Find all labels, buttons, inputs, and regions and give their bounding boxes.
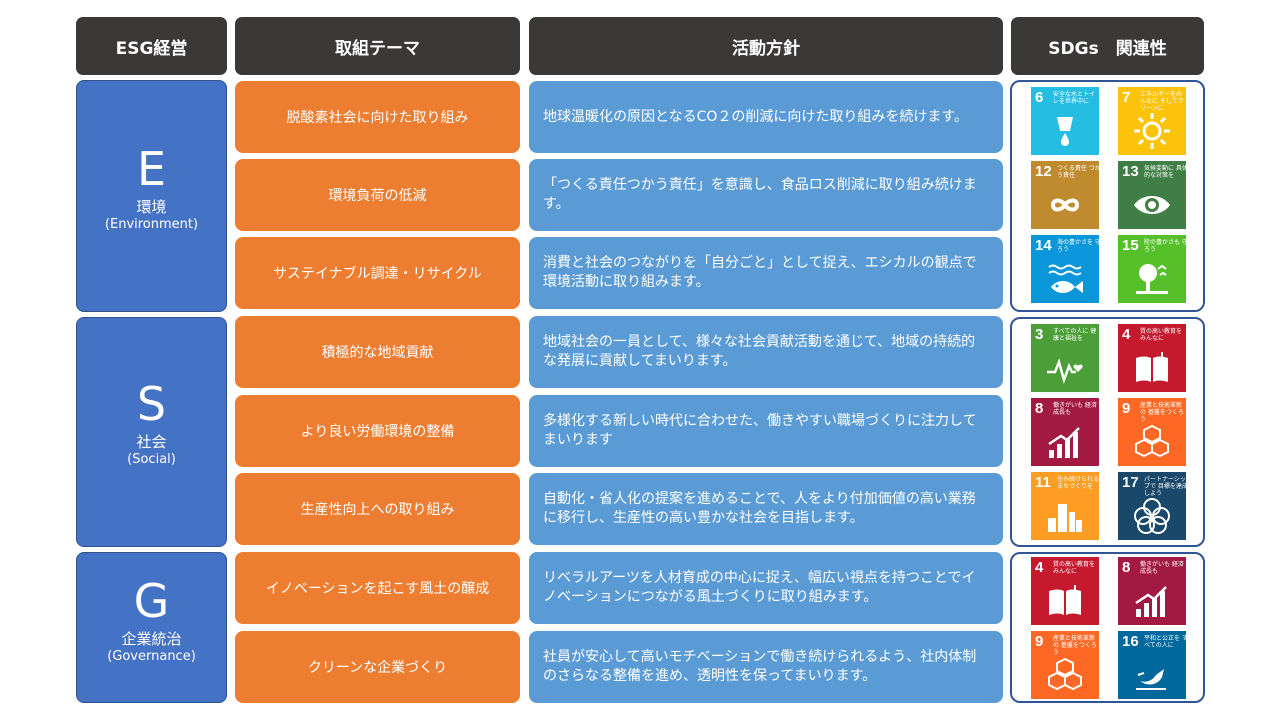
sdg-label: 産業と技術革新の 基盤をつくろう — [1053, 635, 1097, 656]
eye-globe-icon — [1134, 196, 1170, 214]
category-jp: 環境 — [136, 198, 167, 216]
sdg-number: 15 — [1122, 237, 1139, 254]
sdg-number: 8 — [1122, 559, 1131, 576]
sdg-label: 働きがいも 経済成長も — [1140, 561, 1184, 575]
sdg-tile-4: 4 質の高い教育を みんなに — [1031, 557, 1099, 625]
sdg-tile-13: 13 気候変動に 具体的な対策を — [1118, 161, 1186, 229]
theme-cell: サステイナブル調達・リサイクル — [235, 237, 520, 309]
sdg-tile-9: 9 産業と技術革新の 基盤をつくろう — [1118, 398, 1186, 466]
book-icon — [1049, 585, 1081, 615]
cubes-icon — [1135, 424, 1169, 458]
theme-cell: イノベーションを起こす風土の醸成 — [235, 552, 520, 624]
category-en: (Social) — [127, 452, 176, 467]
sdg-tile-4: 4 質の高い教育を みんなに — [1118, 324, 1186, 392]
policy-cell: 社員が安心して高いモチベーションで働き続けられるよう、社内体制のさらなる整備を進… — [529, 631, 1003, 703]
policy-cell: 自動化・省人化の提案を進めることで、人をより付加価値の高い業務に移行し、生産性の… — [529, 473, 1003, 545]
sdg-number: 13 — [1122, 163, 1139, 180]
theme-cell: 環境負荷の低減 — [235, 159, 520, 231]
dove-icon — [1136, 669, 1166, 690]
infinity-icon — [1050, 198, 1080, 212]
sdg-number: 12 — [1035, 163, 1052, 180]
sdg-tile-17: 17 パートナーシップで 目標を達成しよう — [1118, 472, 1186, 540]
sdg-label: 産業と技術革新の 基盤をつくろう — [1140, 402, 1184, 423]
sdg-label: すべての人に 健康と福祉を — [1053, 328, 1097, 342]
city-icon — [1048, 504, 1082, 532]
sdg-group-governance: 4 質の高い教育を みんなに 8 働きがいも 経済成長も 9 産業と技術革新の 基盤をつく… — [1010, 552, 1205, 703]
heartbeat-icon — [1047, 358, 1083, 385]
sdg-tile-11: 11 住み続けられる まちづくりを — [1031, 472, 1099, 540]
category-environment: E 環境 (Environment) — [76, 80, 227, 312]
category-en: (Governance) — [107, 649, 196, 664]
sun-icon — [1134, 113, 1170, 149]
theme-cell: より良い労働環境の整備 — [235, 395, 520, 467]
sdg-group-environment: 6 安全な水とトイレを世界中に 7 エネルギーをみんなに そしてクリーンに 12 つくる責… — [1010, 80, 1205, 312]
header-esg: ESG経営 — [76, 17, 227, 75]
sdg-number: 11 — [1035, 474, 1051, 491]
sdg-number: 9 — [1122, 400, 1131, 417]
policy-cell: リベラルアーツを人材育成の中心に捉え、幅広い視点を持つことでイノベーションにつな… — [529, 552, 1003, 624]
sdg-number: 14 — [1035, 237, 1052, 254]
sdg-tile-14: 14 海の豊かさを 守ろう — [1031, 235, 1099, 303]
sdg-label: 安全な水とトイレを世界中に — [1053, 91, 1096, 105]
category-jp: 企業統治 — [121, 630, 182, 648]
header-theme: 取組テーマ — [235, 17, 520, 75]
sdg-number: 6 — [1035, 89, 1044, 106]
sdg-tile-8: 8 働きがいも 経済成長も — [1118, 557, 1186, 625]
category-letter: S — [136, 377, 167, 431]
policy-cell: 地域社会の一員として、様々な社会貢献活動を通じて、地域の持続的な発展に貢献してま… — [529, 316, 1003, 388]
sdg-tile-12: 12 つくる責任 つかう責任 — [1031, 161, 1099, 229]
sdg-label: エネルギーをみんなに そしてクリーンに — [1140, 91, 1184, 112]
sdg-label: 質の高い教育を みんなに — [1053, 561, 1096, 575]
sdg-tile-6: 6 安全な水とトイレを世界中に — [1031, 87, 1099, 155]
sdg-number: 7 — [1122, 89, 1131, 106]
sdg-number: 9 — [1035, 633, 1044, 650]
tree-icon — [1136, 264, 1168, 294]
sdg-group-social: 3 すべての人に 健康と福祉を 4 質の高い教育を みんなに 8 働きがいも 経済成長も 9… — [1010, 317, 1205, 547]
policy-cell: 「つくる責任つかう責任」を意識し、食品ロス削減に取り組み続けます。 — [529, 159, 1003, 231]
category-en: (Environment) — [104, 217, 199, 232]
theme-cell: 生産性向上への取り組み — [235, 473, 520, 545]
sdg-label: 陸の豊かさも 守ろう — [1144, 239, 1186, 253]
sdg-tile-16: 16 平和と公正を すべての人に — [1118, 631, 1186, 699]
growth-chart-icon — [1048, 427, 1080, 458]
header-policy: 活動方針 — [529, 17, 1003, 75]
policy-cell: 多様化する新しい時代に合わせた、働きやすい職場づくりに注力してまいります — [529, 395, 1003, 467]
sdg-label: パートナーシップで 目標を達成しよう — [1144, 476, 1186, 497]
category-jp: 社会 — [136, 433, 167, 451]
theme-cell: 積極的な地域貢献 — [235, 316, 520, 388]
sdg-number: 8 — [1035, 400, 1044, 417]
sdg-number: 17 — [1122, 474, 1139, 491]
sdg-number: 3 — [1035, 326, 1044, 343]
sdg-tile-9: 9 産業と技術革新の 基盤をつくろう — [1031, 631, 1099, 699]
sdg-label: 働きがいも 経済成長も — [1053, 402, 1097, 416]
sdg-tile-15: 15 陸の豊かさも 守ろう — [1118, 235, 1186, 303]
category-letter: E — [136, 142, 167, 196]
sdg-label: つくる責任 つかう責任 — [1057, 165, 1099, 179]
sdg-label: 質の高い教育を みんなに — [1140, 328, 1183, 342]
sdg-number: 4 — [1035, 559, 1044, 576]
sdg-number: 4 — [1122, 326, 1131, 343]
category-governance: G 企業統治 (Governance) — [76, 552, 227, 703]
sdg-tile-3: 3 すべての人に 健康と福祉を — [1031, 324, 1099, 392]
water-drop-icon — [1057, 117, 1073, 146]
rings-icon — [1134, 498, 1170, 534]
book-icon — [1136, 352, 1168, 382]
fish-icon — [1048, 264, 1083, 293]
policy-cell: 地球温暖化の原因となるCO２の削減に向けた取り組みを続けます。 — [529, 81, 1003, 153]
sdg-tile-7: 7 エネルギーをみんなに そしてクリーンに — [1118, 87, 1186, 155]
category-letter: G — [133, 574, 170, 628]
theme-cell: クリーンな企業づくり — [235, 631, 520, 703]
cubes-icon — [1048, 657, 1082, 691]
sdg-label: 住み続けられる まちづくりを — [1057, 476, 1099, 490]
sdg-number: 16 — [1122, 633, 1139, 650]
theme-cell: 脱酸素社会に向けた取り組み — [235, 81, 520, 153]
policy-cell: 消費と社会のつながりを「自分ごと」として捉え、エシカルの観点で環境活動に取り組み… — [529, 237, 1003, 309]
sdg-tile-8: 8 働きがいも 経済成長も — [1031, 398, 1099, 466]
sdg-label: 平和と公正を すべての人に — [1144, 635, 1186, 649]
sdg-label: 気候変動に 具体的な対策を — [1144, 165, 1186, 179]
category-social: S 社会 (Social) — [76, 317, 227, 547]
sdg-label: 海の豊かさを 守ろう — [1057, 239, 1099, 253]
header-sdgs: SDGs 関連性 — [1011, 17, 1204, 75]
growth-chart-icon — [1135, 586, 1167, 617]
